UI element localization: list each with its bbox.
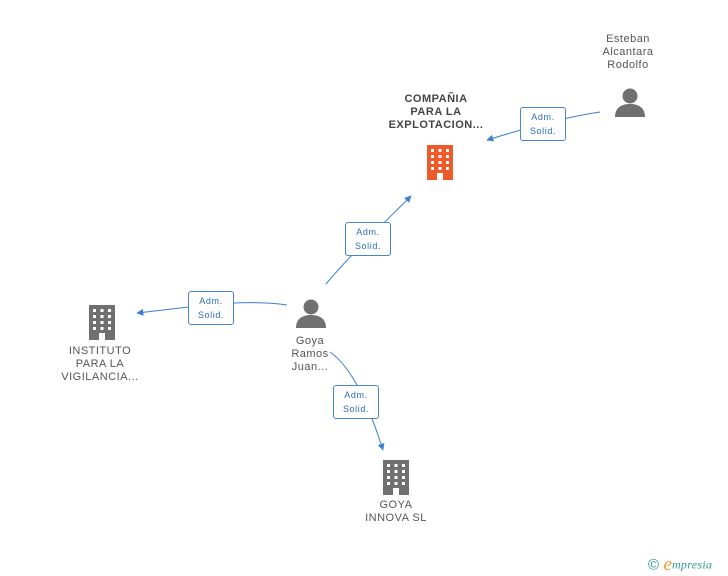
- label-line: Goya: [295, 335, 325, 347]
- badge-line: Solid.: [529, 126, 557, 136]
- label-line: Juan...: [291, 361, 329, 373]
- edge-badge-goya-ramos-goya-innova[interactable]: Adm. Solid.: [333, 385, 379, 419]
- building-icon[interactable]: [86, 305, 118, 340]
- badge-line: Solid.: [354, 241, 382, 251]
- node-esteban[interactable]: Esteban Alcantara Rodolfo: [588, 33, 668, 72]
- edge-badge-esteban-compania[interactable]: Adm. Solid.: [520, 107, 566, 141]
- brand-name: mpresia: [671, 557, 713, 572]
- node-goya-ramos-label: Goya Ramos Juan...: [270, 335, 350, 374]
- label-line: Esteban: [606, 33, 650, 45]
- label-line: GOYA: [379, 499, 413, 511]
- copyright-symbol: ©: [648, 556, 660, 574]
- badge-line: Adm.: [199, 296, 223, 306]
- node-compania-label: COMPAÑIA PARA LA EXPLOTACION...: [380, 93, 492, 132]
- badge-line: Adm.: [531, 112, 555, 122]
- label-line: Ramos: [291, 348, 329, 360]
- building-icon[interactable]: [380, 460, 412, 495]
- badge-line: Adm.: [356, 227, 380, 237]
- edge-badge-goya-ramos-instituto[interactable]: Adm. Solid.: [188, 291, 234, 325]
- footer-brand[interactable]: © empresia: [648, 554, 728, 575]
- label-line: VIGILANCIA...: [61, 371, 139, 383]
- node-compania[interactable]: COMPAÑIA PARA LA EXPLOTACION...: [380, 93, 492, 132]
- label-line: INNOVA SL: [365, 512, 427, 524]
- badge-line: Solid.: [342, 404, 370, 414]
- node-esteban-label: Esteban Alcantara Rodolfo: [588, 33, 668, 72]
- person-icon[interactable]: [295, 299, 327, 328]
- node-instituto-label: INSTITUTO PARA LA VIGILANCIA...: [50, 345, 150, 384]
- badge-line: Adm.: [344, 390, 368, 400]
- node-goya-innova[interactable]: GOYA INNOVA SL: [346, 499, 446, 525]
- label-line: Alcantara: [602, 46, 654, 58]
- edge-badge-goya-ramos-compania[interactable]: Adm. Solid.: [345, 222, 391, 256]
- node-instituto[interactable]: INSTITUTO PARA LA VIGILANCIA...: [50, 345, 150, 384]
- label-line: Rodolfo: [607, 59, 649, 71]
- person-icon[interactable]: [614, 88, 646, 117]
- building-icon[interactable]: [424, 145, 456, 180]
- label-line: PARA LA: [410, 106, 462, 118]
- node-goya-innova-label: GOYA INNOVA SL: [346, 499, 446, 525]
- label-line: PARA LA: [75, 358, 125, 370]
- badge-line: Solid.: [197, 310, 225, 320]
- label-line: EXPLOTACION...: [388, 119, 484, 131]
- label-line: COMPAÑIA: [404, 93, 468, 105]
- node-goya-ramos[interactable]: Goya Ramos Juan...: [270, 335, 350, 374]
- brand-initial: e: [663, 554, 672, 575]
- label-line: INSTITUTO: [68, 345, 132, 357]
